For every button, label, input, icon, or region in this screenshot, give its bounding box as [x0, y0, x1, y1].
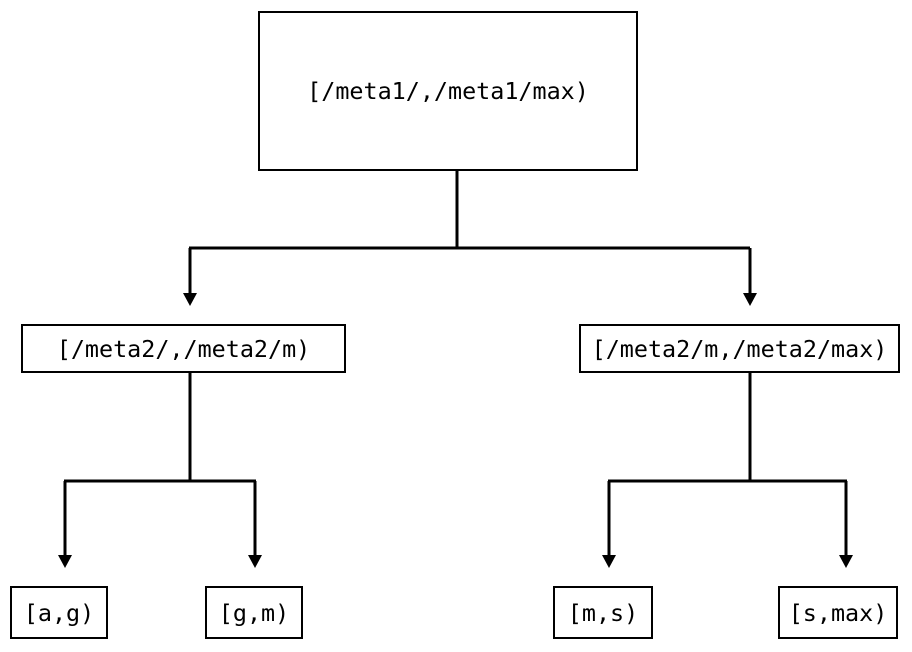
edge-mid-right-to-leaf-4 — [839, 481, 853, 568]
edge-mid-right-to-leaf-3 — [602, 481, 616, 568]
edge-mid-left-to-leaf-1 — [58, 481, 72, 568]
edge-mid-left-to-leaf-2 — [248, 481, 262, 568]
tree-node-leaf-3: [m,s) — [553, 586, 653, 639]
tree-node-leaf-4: [s,max) — [778, 586, 898, 639]
tree-node-mid-left: [/meta2/,/meta2/m) — [21, 324, 346, 373]
tree-node-mid-right: [/meta2/m,/meta2/max) — [579, 324, 900, 373]
edge-root-to-mid-right — [743, 248, 757, 306]
tree-node-leaf-2: [g,m) — [205, 586, 303, 639]
tree-node-root: [/meta1/,/meta1/max) — [258, 11, 638, 171]
edge-root-to-mid-left — [183, 248, 197, 306]
tree-node-leaf-1: [a,g) — [10, 586, 108, 639]
